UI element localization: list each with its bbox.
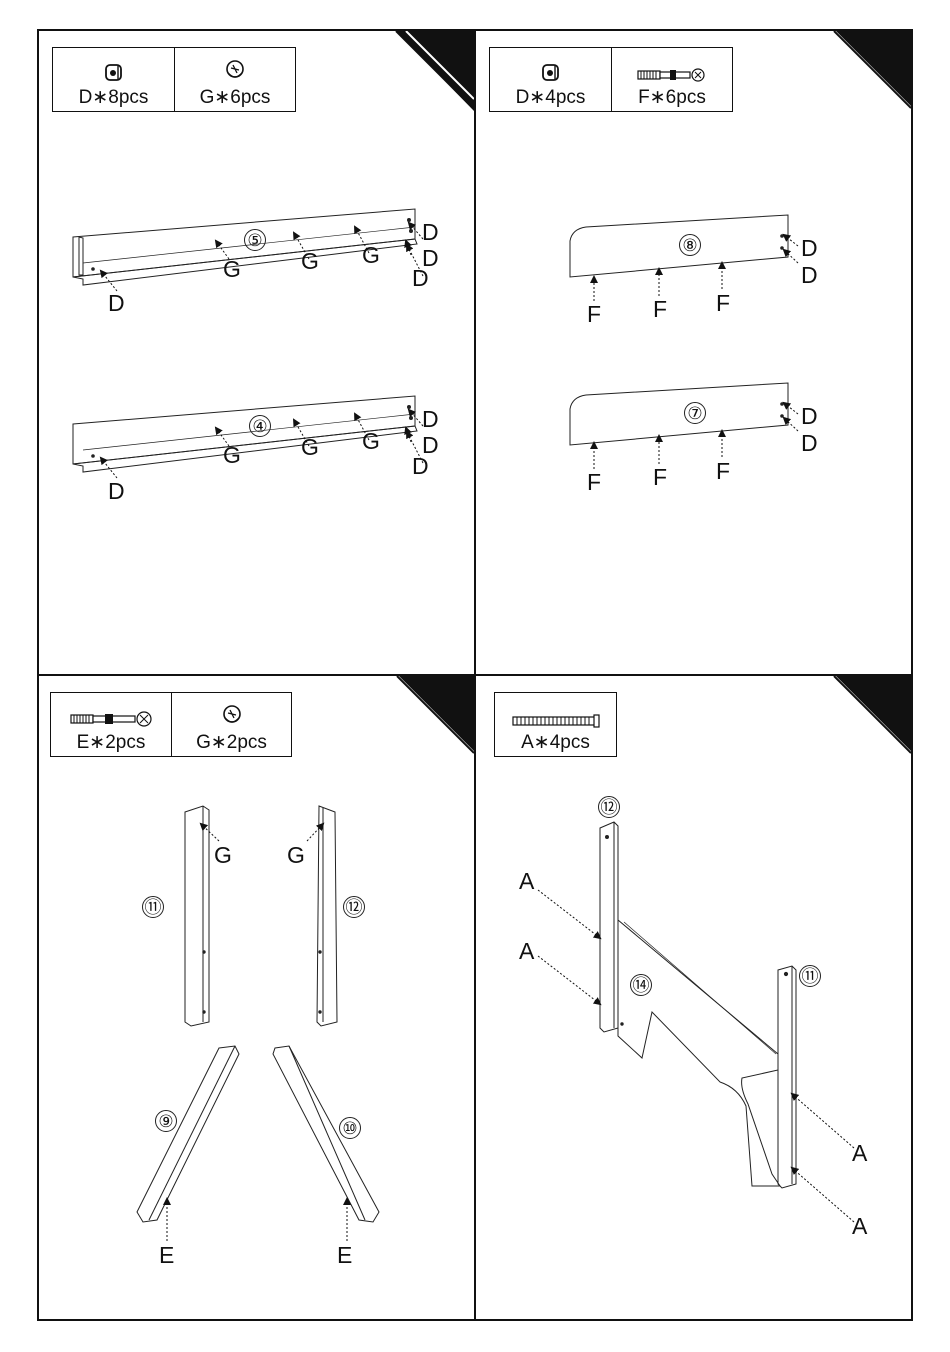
- board-number-8: ⑧: [679, 234, 701, 256]
- callout-g: G: [301, 249, 319, 273]
- board-number-9: ⑨: [155, 1110, 177, 1132]
- part-count: F∗6pcs: [638, 88, 706, 108]
- step-panel-3: E∗2pcs G∗2pcs ⑪ ⑫ ⑨ ⑩ G G E E: [39, 676, 474, 1319]
- cam-dowel-icon: [103, 63, 125, 83]
- callout-a: A: [852, 1141, 867, 1165]
- callout-f: F: [587, 470, 601, 494]
- panel-14: [618, 920, 780, 1186]
- board-number-7: ⑦: [684, 402, 706, 424]
- part-cell: A∗4pcs: [495, 693, 616, 756]
- part-cell: D∗4pcs: [490, 48, 611, 111]
- callout-f: F: [653, 465, 667, 489]
- post-11: [185, 806, 209, 1026]
- post-12: [600, 822, 618, 1032]
- callout-d: D: [412, 266, 429, 290]
- board-number-5: ⑤: [244, 229, 266, 251]
- callout-d: D: [801, 404, 818, 428]
- callout-f: F: [716, 459, 730, 483]
- leg-9: [137, 1046, 239, 1222]
- step1-drawing: [39, 31, 474, 674]
- part-cell: D∗8pcs: [53, 48, 174, 111]
- callout-g: G: [214, 843, 232, 867]
- part-count: A∗4pcs: [521, 733, 590, 753]
- part-count: D∗8pcs: [79, 88, 149, 108]
- parts-list: D∗4pcs F∗6pcs: [489, 47, 733, 112]
- cam-lock-icon: [223, 59, 247, 83]
- callout-a: A: [519, 939, 534, 963]
- step4-drawing: [476, 676, 911, 1319]
- corner-tab: [399, 676, 474, 751]
- cam-bolt-icon: [636, 67, 708, 83]
- parts-list: E∗2pcs G∗2pcs: [50, 692, 292, 757]
- part-cell: E∗2pcs: [51, 693, 171, 756]
- corner-tab: [836, 676, 911, 751]
- parts-list: D∗8pcs G∗6pcs: [52, 47, 296, 112]
- callout-f: F: [653, 297, 667, 321]
- cam-bolt-icon: [69, 710, 153, 728]
- callout-a: A: [519, 869, 534, 893]
- callout-a: A: [852, 1214, 867, 1238]
- board-7: [570, 383, 788, 445]
- callout-d: D: [422, 407, 439, 431]
- callout-f: F: [587, 302, 601, 326]
- callout-g: G: [362, 243, 380, 267]
- callout-g: G: [223, 443, 241, 467]
- step-panel-4: A∗4pcs ⑫ ⑪ ⑭ A A A A: [476, 676, 911, 1319]
- post-11: [778, 966, 796, 1188]
- long-screw-icon: [511, 714, 601, 728]
- part-count: D∗4pcs: [516, 88, 586, 108]
- callout-e: E: [337, 1243, 352, 1267]
- part-cell: F∗6pcs: [611, 48, 732, 111]
- post-12: [317, 806, 337, 1026]
- callout-g: G: [287, 843, 305, 867]
- callout-g: G: [223, 257, 241, 281]
- step2-drawing: [476, 31, 911, 674]
- cam-dowel-icon: [540, 63, 562, 83]
- board-number-11: ⑪: [142, 896, 164, 918]
- cam-lock-icon: [220, 704, 244, 728]
- callout-d: D: [412, 454, 429, 478]
- corner-tab: [836, 31, 911, 106]
- callout-d: D: [108, 479, 125, 503]
- board-number-4: ④: [249, 415, 271, 437]
- callout-d: D: [801, 431, 818, 455]
- step4-arrows: [538, 890, 854, 1222]
- board-number-11: ⑪: [799, 965, 821, 987]
- leg-10: [273, 1046, 379, 1222]
- callout-d: D: [801, 236, 818, 260]
- step3-drawing: [39, 676, 474, 1319]
- callout-d: D: [108, 291, 125, 315]
- part-count: G∗2pcs: [196, 733, 267, 753]
- callout-g: G: [362, 429, 380, 453]
- part-cell: G∗6pcs: [174, 48, 295, 111]
- step-panel-1: D∗8pcs G∗6pcs ⑤ ④ G G G D D D D G G G D …: [39, 31, 474, 674]
- part-cell: G∗2pcs: [171, 693, 291, 756]
- callout-g: G: [301, 435, 319, 459]
- step3-arrows: [167, 824, 347, 1241]
- callout-d: D: [801, 263, 818, 287]
- board-number-12: ⑫: [343, 896, 365, 918]
- part-count: G∗6pcs: [200, 88, 271, 108]
- callout-f: F: [716, 291, 730, 315]
- part-count: E∗2pcs: [77, 733, 146, 753]
- callout-d: D: [422, 220, 439, 244]
- board-number-12: ⑫: [598, 796, 620, 818]
- board-number-14: ⑭: [630, 974, 652, 996]
- step-panel-2: D∗4pcs F∗6pcs ⑧ ⑦ F F F D D F F F D D: [476, 31, 911, 674]
- callout-e: E: [159, 1243, 174, 1267]
- board-number-10: ⑩: [339, 1117, 361, 1139]
- parts-list: A∗4pcs: [494, 692, 617, 757]
